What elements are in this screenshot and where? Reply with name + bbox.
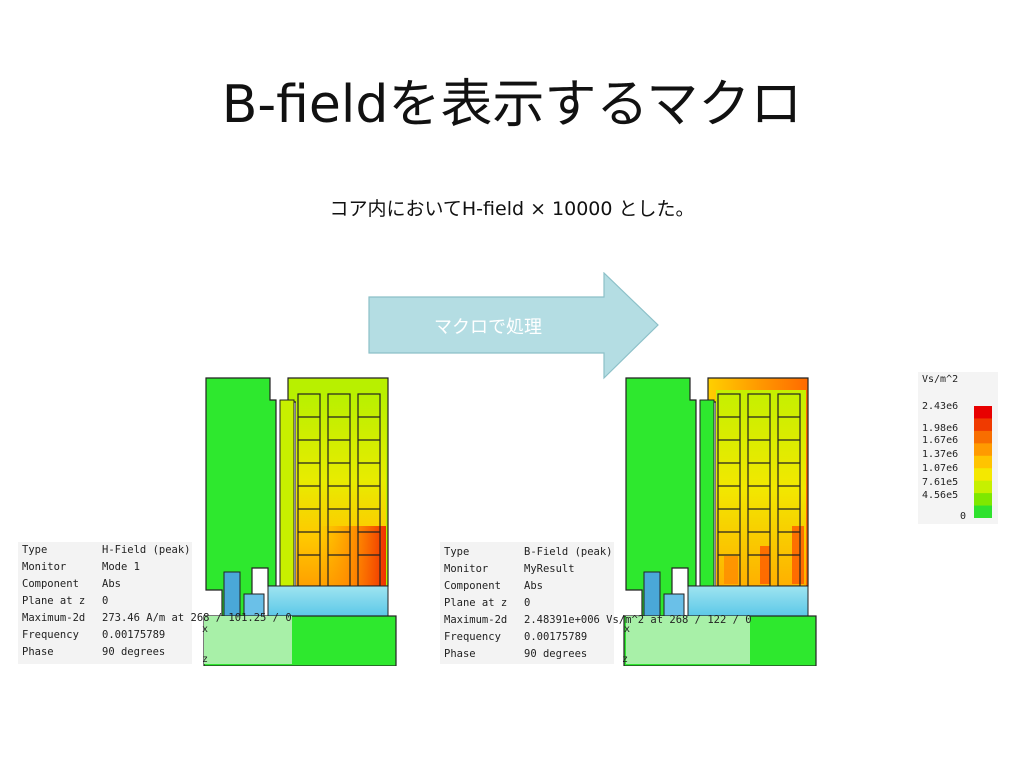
info-key: Maximum-2d [444,614,508,626]
legend-tick: 4.56e5 [922,490,959,501]
legend-color-band [974,406,992,419]
info-value: Abs [102,578,121,590]
info-value: Abs [524,580,543,592]
b-field-info-panel: Type B-Field (peak) Monitor MyResult Compo… [440,542,752,664]
info-value: Mode 1 [102,561,140,573]
legend-colorbar [974,406,992,518]
info-value: MyResult [524,563,575,575]
info-key: Monitor [444,563,489,575]
legend-color-band [974,468,992,482]
axis-z-label: z [202,654,209,665]
info-key: Phase [22,646,54,658]
info-key: Plane at z [22,595,86,607]
process-arrow-label: マクロで処理 [434,317,542,338]
core-inner-strip [279,399,295,587]
info-key: Plane at z [444,597,508,609]
info-value: 0 [524,597,531,609]
axis-z-label: z [622,654,629,665]
air-region [267,585,389,617]
legend-color-band [974,418,992,432]
info-key: Phase [444,648,476,660]
legend-tick: 1.98e6 [922,423,959,434]
info-value: 90 degrees [102,646,166,658]
info-value: 0 [102,595,109,607]
core-inner-strip [699,399,715,587]
info-key: Type [22,544,48,556]
info-key: Monitor [22,561,67,573]
legend-color-band [974,493,992,507]
info-value: 273.46 A/m at 268 / 101.25 / 0 [102,612,292,624]
legend-unit: Vs/m^2 [922,374,959,385]
legend-tick: 7.61e5 [922,477,959,488]
color-legend: Vs/m^2 2.43e6 1.98e6 1.67e6 1.37e6 1.07e… [918,372,998,524]
info-key: Type [444,546,470,558]
info-key: Component [22,578,79,590]
info-value: 0.00175789 [102,629,166,641]
h-field-plot [203,377,397,666]
info-value: 2.48391e+006 Vs/m^2 at 268 / 122 / 0 [524,614,752,626]
legend-tick: 0 [960,511,967,522]
info-key: Frequency [444,631,501,643]
legend-tick: 1.67e6 [922,435,959,446]
process-arrow [368,272,659,380]
legend-tick: 1.37e6 [922,449,959,460]
info-value: H-Field (peak) [102,544,191,556]
air-slot-1 [643,571,661,617]
legend-color-band [974,430,992,444]
info-overlay [204,616,292,664]
h-field-info-panel: Type H-Field (peak) Monitor Mode 1 Compone… [18,542,292,664]
coil-hotspot [320,526,386,586]
air-region [687,585,809,617]
legend-tick: 1.07e6 [922,463,959,474]
axis-x-label: x [202,624,209,635]
legend-color-band [974,505,992,518]
legend-tick: 2.43e6 [922,401,959,412]
slide-title: B-fieldを表示するマクロ [221,75,803,135]
legend-color-band [974,455,992,469]
b-field-plot [623,377,817,666]
info-value: 0.00175789 [524,631,588,643]
info-value: 90 degrees [524,648,588,660]
info-key: Frequency [22,629,79,641]
info-value: B-Field (peak) [524,546,613,558]
legend-color-band [974,480,992,494]
axis-x-label: x [624,624,631,635]
info-key: Component [444,580,501,592]
info-overlay [626,616,750,664]
core-left-region [205,377,277,617]
legend-color-band [974,443,992,457]
slide-subtitle: コア内においてH-field × 10000 とした。 [329,198,695,220]
core-left-region [625,377,697,617]
process-arrow-shape [368,272,659,380]
info-key: Maximum-2d [22,612,86,624]
